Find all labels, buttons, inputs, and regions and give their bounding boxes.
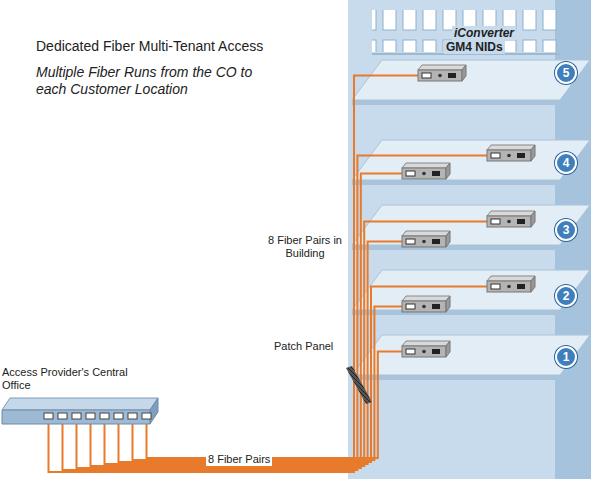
- nid-side: [446, 341, 450, 357]
- co-port: [100, 413, 109, 419]
- fiber-run: [105, 242, 407, 465]
- rj45-port: [432, 171, 440, 176]
- title: Dedicated Fiber Multi-Tenant Access: [36, 38, 263, 55]
- fiber-count-label: 8 Fiber Pairs: [206, 453, 272, 466]
- rj45-port: [432, 304, 440, 309]
- nid-top: [487, 145, 535, 150]
- floor-slab: [352, 60, 590, 100]
- callout-number: 2: [563, 289, 570, 303]
- nid-top: [487, 276, 535, 281]
- floor-edge: [352, 375, 560, 380]
- fiber-port: [491, 153, 500, 158]
- floor-number: 2: [555, 285, 577, 307]
- co-port: [44, 413, 53, 419]
- rj45-port: [432, 349, 440, 354]
- central-office-switch: [2, 398, 158, 424]
- fiber-run: [49, 76, 423, 473]
- floor-number: 5: [555, 62, 577, 84]
- building-front: [348, 0, 591, 479]
- floor-number: 1: [555, 346, 577, 368]
- node-label: Access Provider's Central Office: [2, 366, 152, 392]
- nid-side: [531, 145, 535, 161]
- building-side: [555, 0, 591, 479]
- nid-device: [402, 301, 446, 312]
- floor-slab: [352, 335, 590, 375]
- fiber-port: [406, 304, 415, 309]
- led: [507, 285, 511, 289]
- nid-device: [402, 346, 446, 357]
- led: [438, 74, 442, 78]
- fiber-port: [406, 171, 415, 176]
- led: [422, 240, 426, 244]
- nid-side: [531, 211, 535, 227]
- nid-device: [487, 150, 531, 161]
- product-model: GM4 NIDs: [444, 40, 505, 54]
- fiber-port: [406, 239, 415, 244]
- patch-panel: [346, 366, 372, 404]
- fiber-run: [119, 287, 492, 463]
- fiber-run: [147, 352, 407, 459]
- callout-number: 4: [563, 156, 570, 170]
- nid-device: [487, 216, 531, 227]
- led: [507, 220, 511, 224]
- floor-slab: [352, 270, 590, 310]
- floor-edge: [352, 245, 560, 250]
- nid-top: [418, 65, 466, 70]
- rj45-port: [448, 73, 456, 78]
- co-port: [72, 413, 81, 419]
- nid-device: [418, 70, 462, 81]
- nid-top: [402, 296, 450, 301]
- nid-device: [487, 281, 531, 292]
- fiber-port: [422, 73, 431, 78]
- rj45-port: [517, 284, 525, 289]
- central-office: Access Provider's Central Office: [2, 366, 152, 392]
- rj45-port: [432, 239, 440, 244]
- rj45-port: [517, 153, 525, 158]
- rj45-port: [517, 219, 525, 224]
- floor-edge: [352, 180, 560, 185]
- co-port: [114, 413, 123, 419]
- co-port: [58, 413, 67, 419]
- nid-side: [531, 276, 535, 292]
- nid-side: [462, 65, 466, 81]
- nid-top: [402, 231, 450, 236]
- floor-edge: [352, 100, 560, 105]
- co-port: [86, 413, 95, 419]
- callout-number: 5: [563, 66, 570, 80]
- nid-side: [446, 231, 450, 247]
- floor-number: 4: [555, 152, 577, 174]
- callout-number: 1: [563, 350, 570, 364]
- fiber-port: [491, 219, 500, 224]
- fiber-port: [406, 349, 415, 354]
- led: [422, 305, 426, 309]
- fiber-run: [91, 222, 492, 467]
- fiber-port: [491, 284, 500, 289]
- nid-top: [402, 341, 450, 346]
- fiber-count-label: 8 Fiber Pairs in Building: [264, 234, 346, 260]
- led: [422, 350, 426, 354]
- nid-side: [446, 296, 450, 312]
- nid-side: [446, 163, 450, 179]
- nid-top: [402, 163, 450, 168]
- patch-panel-label: Patch Panel: [274, 340, 333, 353]
- led: [507, 154, 511, 158]
- callout-number: 3: [563, 223, 570, 237]
- nid-top: [487, 211, 535, 216]
- floor-number: 3: [555, 219, 577, 241]
- nid-device: [402, 236, 446, 247]
- fiber-run: [133, 307, 407, 461]
- floor-edge: [352, 310, 560, 315]
- co-port: [142, 413, 151, 419]
- product-name: iConverter: [452, 26, 516, 40]
- nid-device: [402, 168, 446, 179]
- floor-slab: [352, 205, 590, 245]
- co-port: [128, 413, 137, 419]
- subtitle: Multiple Fiber Runs from the CO to each …: [36, 64, 271, 98]
- led: [422, 172, 426, 176]
